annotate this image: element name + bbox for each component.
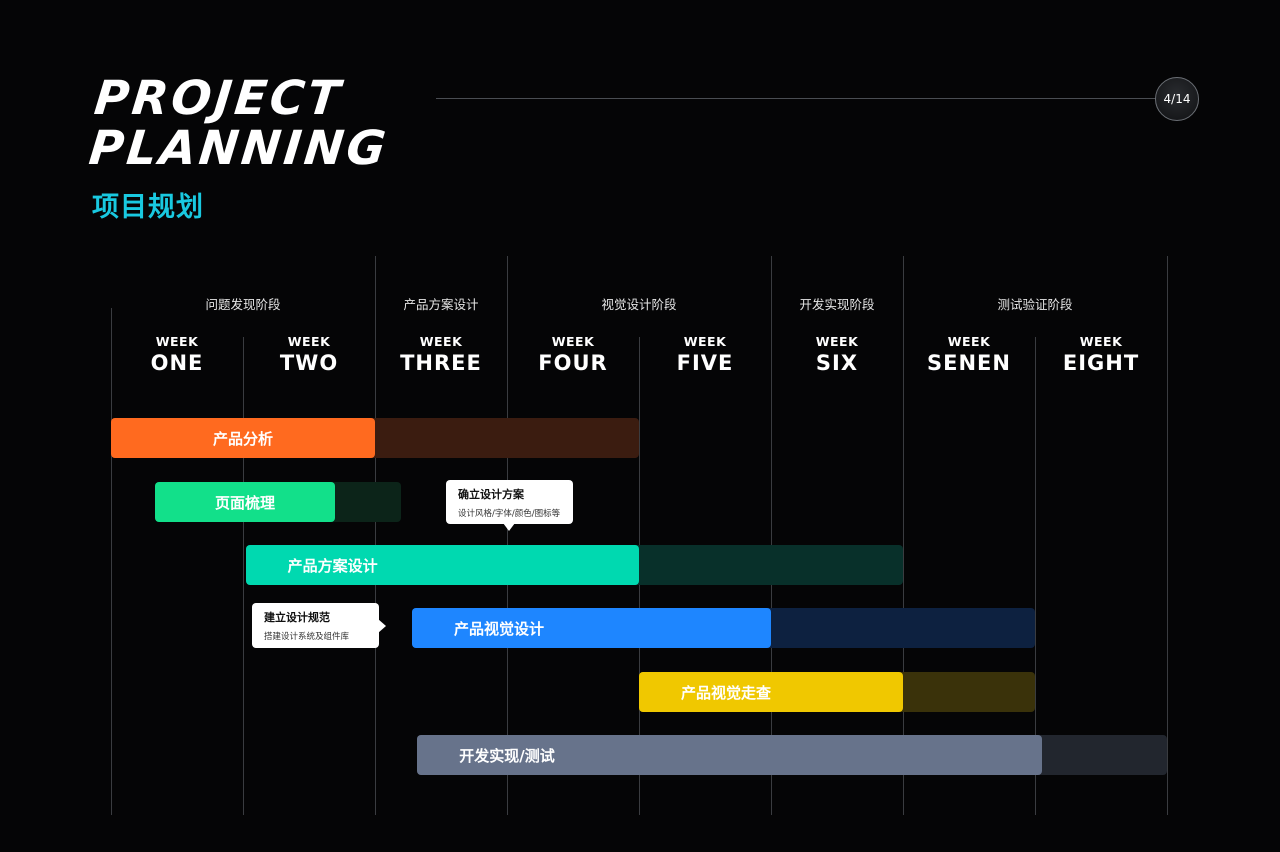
week-header: WEEK EIGHT: [1035, 334, 1167, 375]
phase-divider: [111, 308, 112, 815]
phase-divider: [375, 256, 376, 815]
phase-divider: [1167, 256, 1168, 815]
task-bar[interactable]: 产品方案设计: [245, 545, 639, 585]
callout-pointer: [378, 619, 386, 633]
page-subtitle: 项目规划: [92, 192, 204, 223]
task-bar[interactable]: 产品视觉设计: [411, 608, 771, 648]
callout-pointer: [503, 523, 515, 531]
week-header-top: WEEK: [155, 334, 199, 349]
task-label: 产品方案设计: [287, 556, 378, 575]
week-header-name: SIX: [815, 351, 859, 375]
phase-label: 产品方案设计: [403, 297, 479, 312]
phase-label: 视觉设计阶段: [601, 297, 677, 312]
week-header: WEEK SIX: [771, 334, 903, 375]
task-label: 产品分析: [212, 429, 273, 448]
page-indicator[interactable]: 4/14: [1155, 77, 1199, 121]
task-label: 产品视觉走查: [681, 683, 772, 702]
phase-label: 开发实现阶段: [799, 297, 875, 312]
callout-desc: 设计风格/字体/颜色/图标等: [458, 509, 561, 519]
week-header-top: WEEK: [947, 334, 991, 349]
week-header-name: ONE: [150, 351, 204, 375]
task-bar[interactable]: 产品分析: [111, 418, 375, 458]
week-header: WEEK TWO: [243, 334, 375, 375]
week-header-top: WEEK: [683, 334, 727, 349]
week-header-name: TWO: [279, 351, 339, 375]
callout-title: 建立设计规范: [264, 611, 330, 624]
week-header-name: FIVE: [676, 351, 734, 375]
phase-divider: [507, 256, 508, 815]
phase-label: 问题发现阶段: [205, 297, 281, 312]
page-indicator-text: 4/14: [1163, 92, 1191, 106]
callout-desc: 搭建设计系统及组件库: [264, 632, 350, 642]
week-header-top: WEEK: [551, 334, 595, 349]
week-header-top: WEEK: [815, 334, 859, 349]
week-header: WEEK THREE: [375, 334, 507, 375]
week-header-top: WEEK: [419, 334, 463, 349]
week-header-name: FOUR: [538, 351, 608, 375]
week-divider: [1035, 337, 1036, 815]
week-header-name: THREE: [400, 351, 482, 375]
phase-divider: [771, 256, 772, 815]
callout-title: 确立设计方案: [458, 488, 524, 501]
task-bar[interactable]: 页面梳理: [154, 482, 336, 522]
phase-divider: [903, 256, 904, 815]
week-header-name: EIGHT: [1062, 351, 1140, 375]
week-header: WEEK FOUR: [507, 334, 639, 375]
week-header: WEEK SENEN: [903, 334, 1035, 375]
week-header: WEEK FIVE: [639, 334, 771, 375]
task-bar[interactable]: 开发实现/测试: [417, 735, 1042, 775]
week-divider: [243, 337, 244, 815]
week-header-top: WEEK: [1079, 334, 1123, 349]
task-bar[interactable]: 产品视觉走查: [639, 672, 903, 712]
header-divider: [436, 98, 1156, 99]
phase-label: 测试验证阶段: [997, 297, 1073, 312]
task-label: 开发实现/测试: [459, 746, 555, 765]
callout-design-plan: 确立设计方案设计风格/字体/颜色/图标等: [446, 480, 573, 524]
task-label: 产品视觉设计: [453, 619, 544, 638]
week-header-top: WEEK: [287, 334, 331, 349]
callout-design-spec: 建立设计规范搭建设计系统及组件库: [252, 603, 379, 648]
week-header-name: SENEN: [927, 351, 1011, 375]
week-header: WEEK ONE: [111, 334, 243, 375]
task-label: 页面梳理: [214, 493, 275, 512]
